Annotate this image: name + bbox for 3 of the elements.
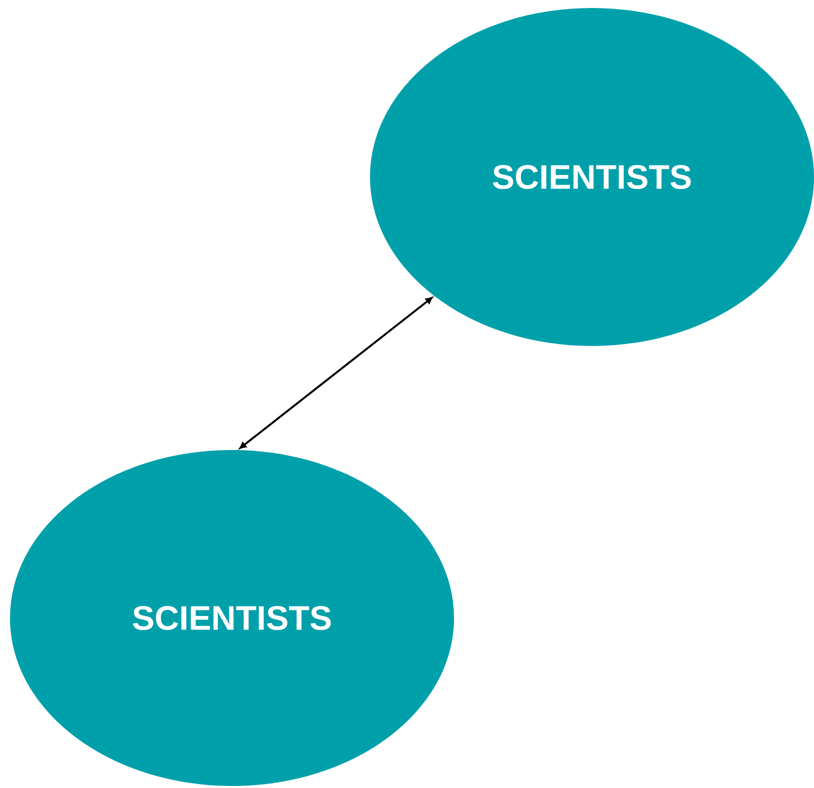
ellipse-node: SCIENTISTS — [10, 450, 454, 786]
arrow — [239, 297, 432, 449]
ellipse-node: SCIENTISTS — [370, 8, 814, 346]
